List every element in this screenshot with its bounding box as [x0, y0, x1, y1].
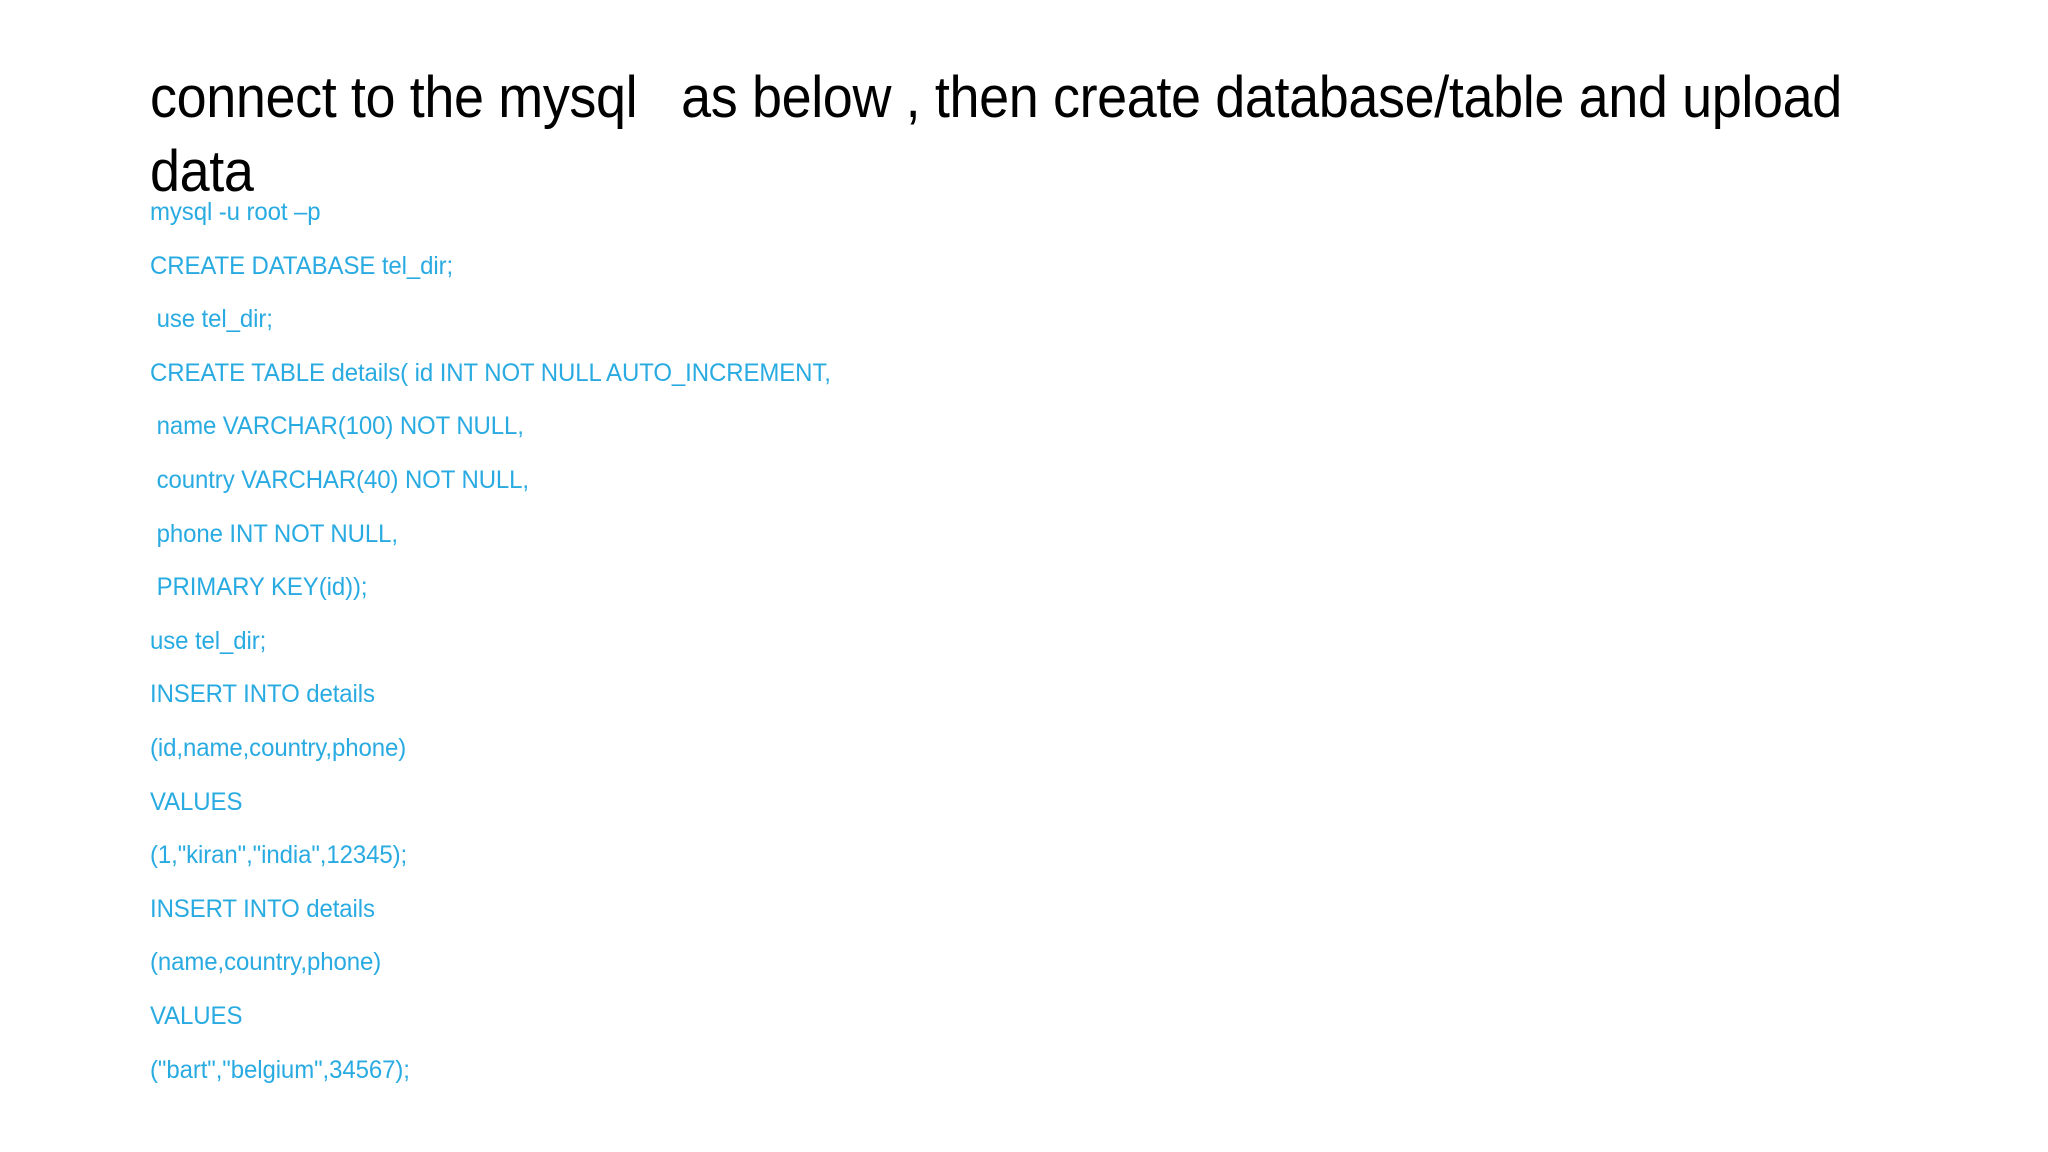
code-line: PRIMARY KEY(id)); — [150, 573, 368, 602]
code-line: (name,country,phone) — [150, 948, 382, 977]
code-line: VALUES — [150, 787, 243, 816]
code-line: (1,"kiran","india",12345); — [150, 841, 408, 870]
code-line: use tel_dir; — [150, 626, 267, 655]
code-line: mysql -u root –p — [150, 198, 321, 226]
code-line: ("bart","belgium",34567); — [150, 1055, 410, 1084]
code-line: CREATE DATABASE tel_dir; — [150, 251, 454, 280]
slide-title: connect to the mysql as below , then cre… — [150, 64, 1857, 204]
code-line: use tel_dir; — [150, 305, 273, 334]
code-line: name VARCHAR(100) NOT NULL, — [150, 412, 524, 441]
code-line: INSERT INTO details — [150, 680, 375, 709]
code-line: INSERT INTO details — [150, 894, 375, 923]
code-line: CREATE TABLE details( id INT NOT NULL AU… — [150, 358, 831, 387]
code-line: country VARCHAR(40) NOT NULL, — [150, 465, 530, 494]
code-line: (id,name,country,phone) — [150, 733, 407, 762]
sql-code-block: mysql -u root –p CREATE DATABASE tel_dir… — [150, 186, 1950, 1097]
code-line: phone INT NOT NULL, — [150, 519, 399, 548]
code-line: VALUES — [150, 1001, 243, 1030]
